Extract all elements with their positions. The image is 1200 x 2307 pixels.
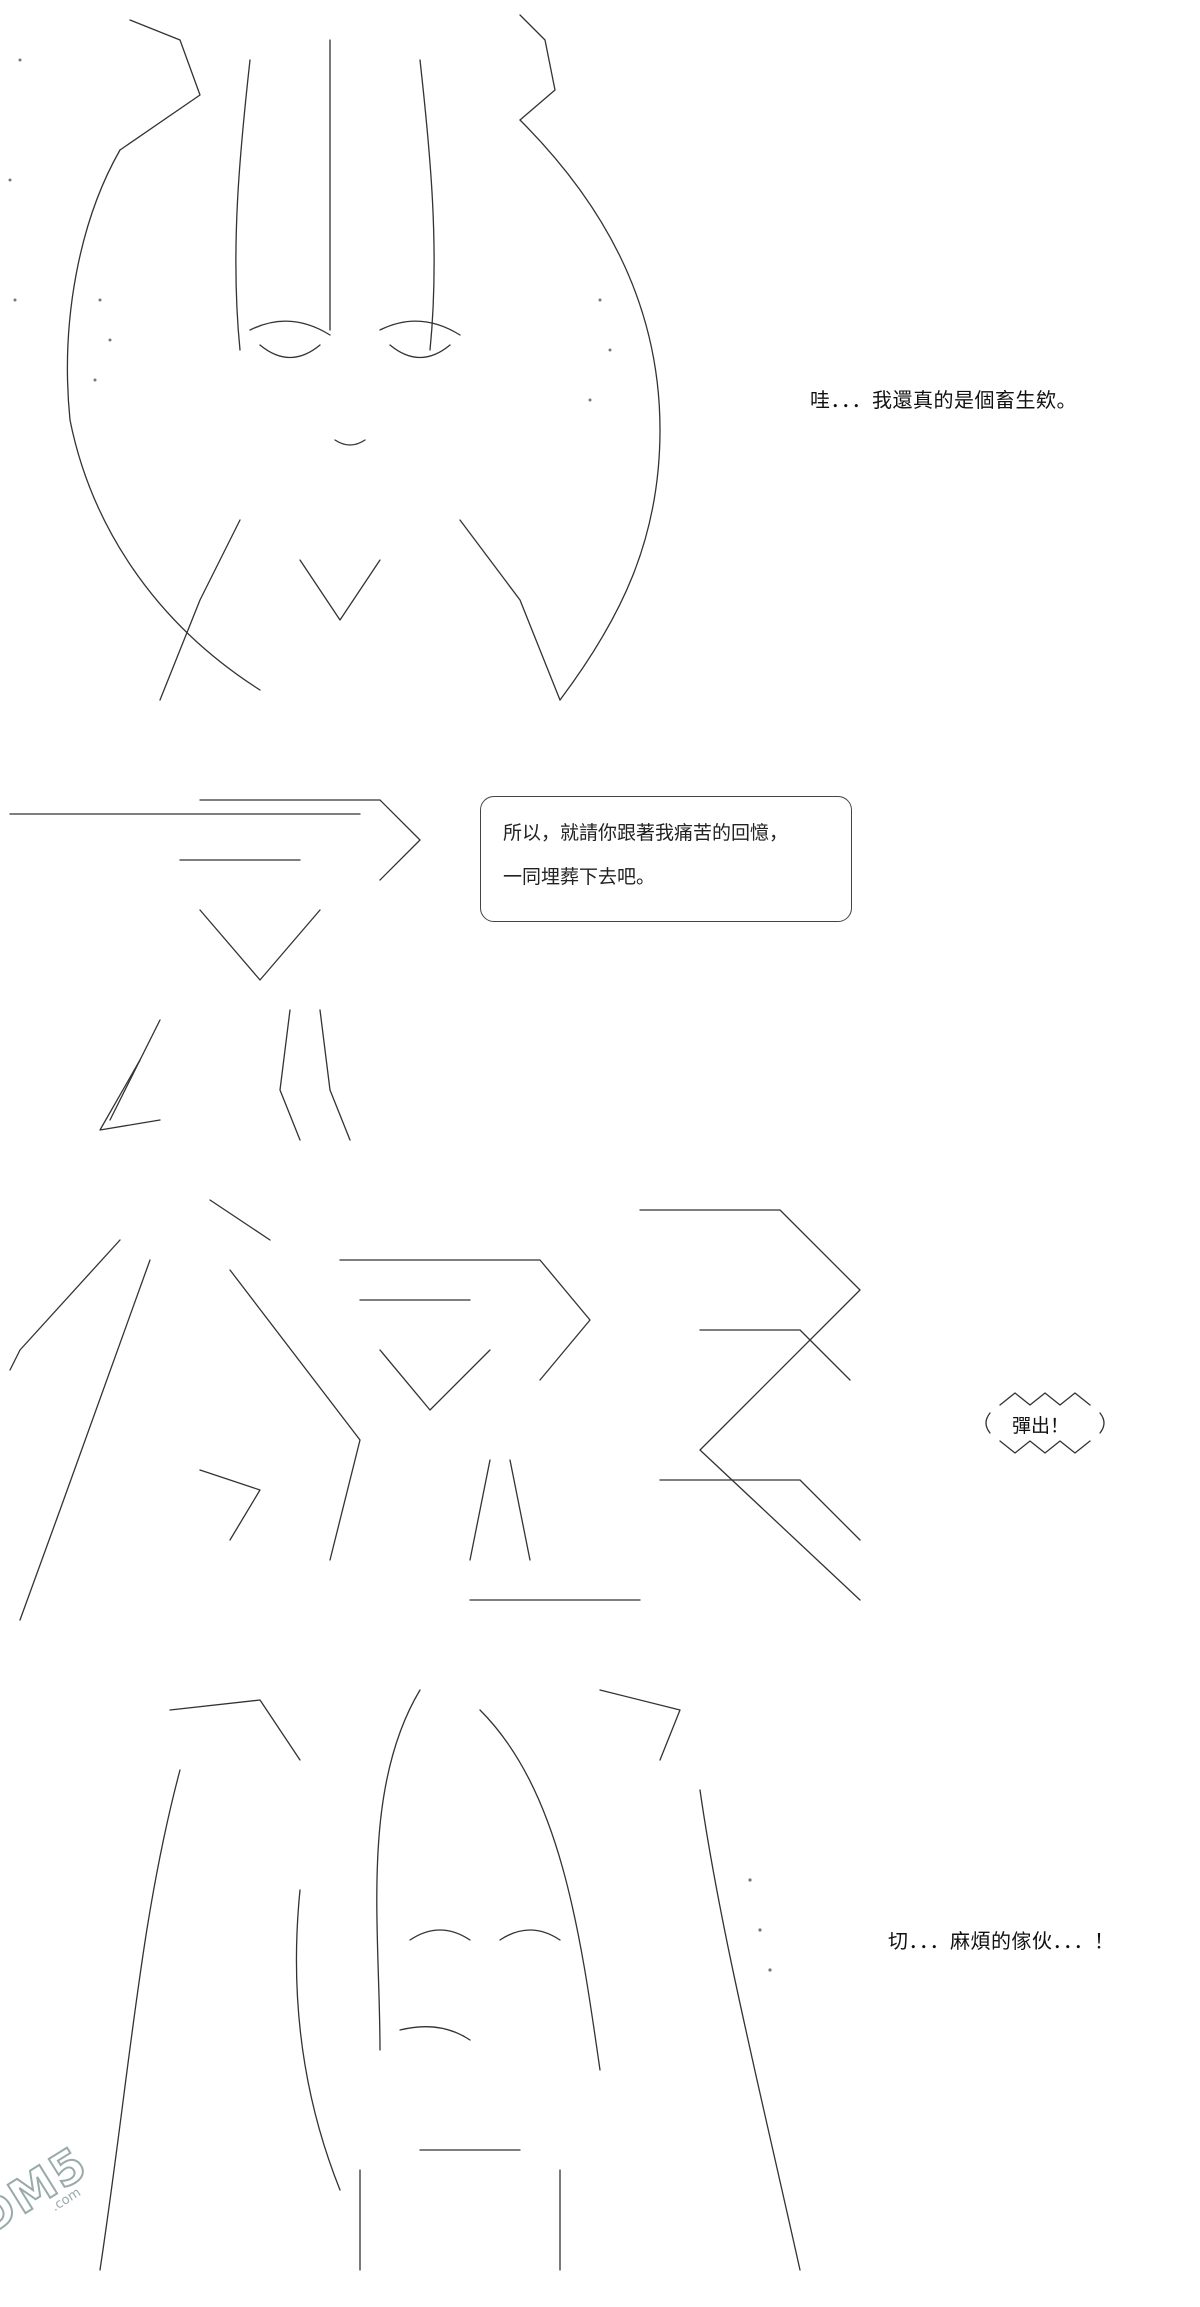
panel-1-figure <box>8 14 661 701</box>
panel-2-figure <box>9 799 421 1141</box>
speech-bubble-line-1: 所以，就請你跟著我痛苦的回憶， <box>503 822 789 844</box>
sfx-burst-shape <box>985 1392 1105 1454</box>
sfx-label: 彈出！ <box>1012 1415 1070 1437</box>
panel-1-ascii-art <box>0 0 720 720</box>
panel-2-ascii-art <box>0 760 470 1160</box>
panel-1-caption: 哇．．．我還真的是個畜生欸。 <box>810 388 1077 412</box>
speech-bubble: 所以，就請你跟著我痛苦的回憶， 一同埋葬下去吧。 <box>480 796 852 922</box>
panel-4-caption: 切．．．麻煩的傢伙．．．！ <box>888 1929 1115 1953</box>
panel-4-figure <box>99 1689 801 2271</box>
sfx-burst: 彈出！ <box>980 1385 1120 1465</box>
speech-bubble-line-2: 一同埋葬下去吧。 <box>503 866 656 888</box>
panel-3-ascii-art <box>0 1180 900 1650</box>
panel-3-figure <box>9 1199 861 1621</box>
panel-4-ascii-art <box>0 1670 880 2300</box>
